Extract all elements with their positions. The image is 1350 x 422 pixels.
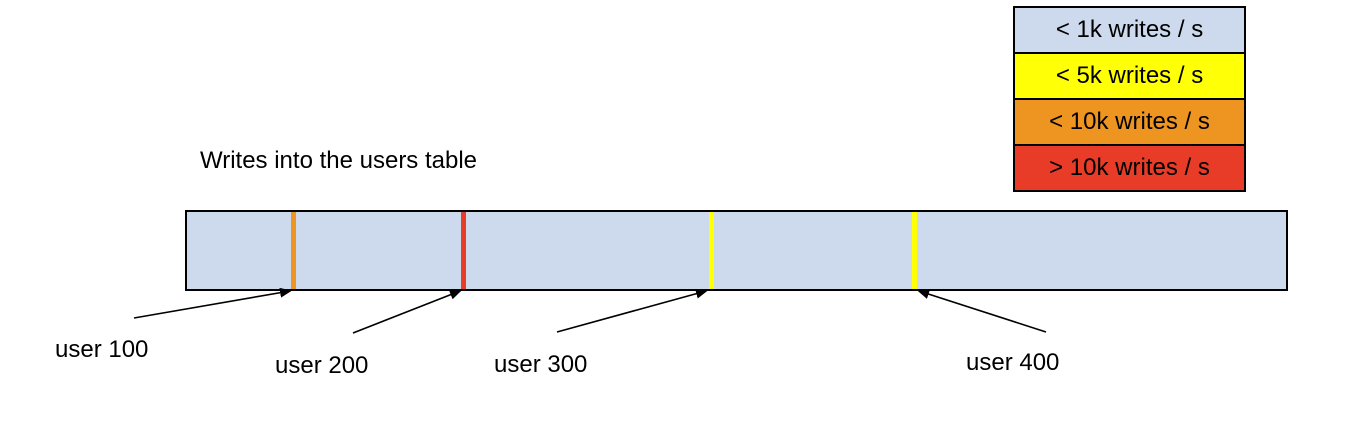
- legend-item-gt-10k: > 10k writes / s: [1013, 144, 1246, 192]
- hotspot-marker-user-300: [709, 212, 714, 289]
- write-rate-legend: < 1k writes / s < 5k writes / s < 10k wr…: [1013, 6, 1246, 192]
- legend-item-lt-1k: < 1k writes / s: [1013, 6, 1246, 54]
- hotspot-marker-user-200: [461, 212, 466, 289]
- legend-item-lt-10k: < 10k writes / s: [1013, 98, 1246, 146]
- legend-item-lt-5k: < 5k writes / s: [1013, 52, 1246, 100]
- arrow-user-100: [133, 287, 292, 319]
- diagram-title: Writes into the users table: [200, 147, 478, 174]
- arrow-user-200: [352, 289, 462, 334]
- callout-label-user-200: user 200: [275, 352, 369, 379]
- callout-label-user-100: user 100: [55, 336, 149, 363]
- arrow-user-300: [556, 288, 708, 333]
- callout-label-user-400: user 400: [966, 349, 1060, 376]
- arrow-user-400: [917, 289, 1047, 333]
- users-table-bar: [185, 210, 1288, 291]
- hotspot-marker-user-100: [291, 212, 296, 289]
- callout-label-user-300: user 300: [494, 351, 588, 378]
- hotspot-marker-user-400: [912, 212, 917, 289]
